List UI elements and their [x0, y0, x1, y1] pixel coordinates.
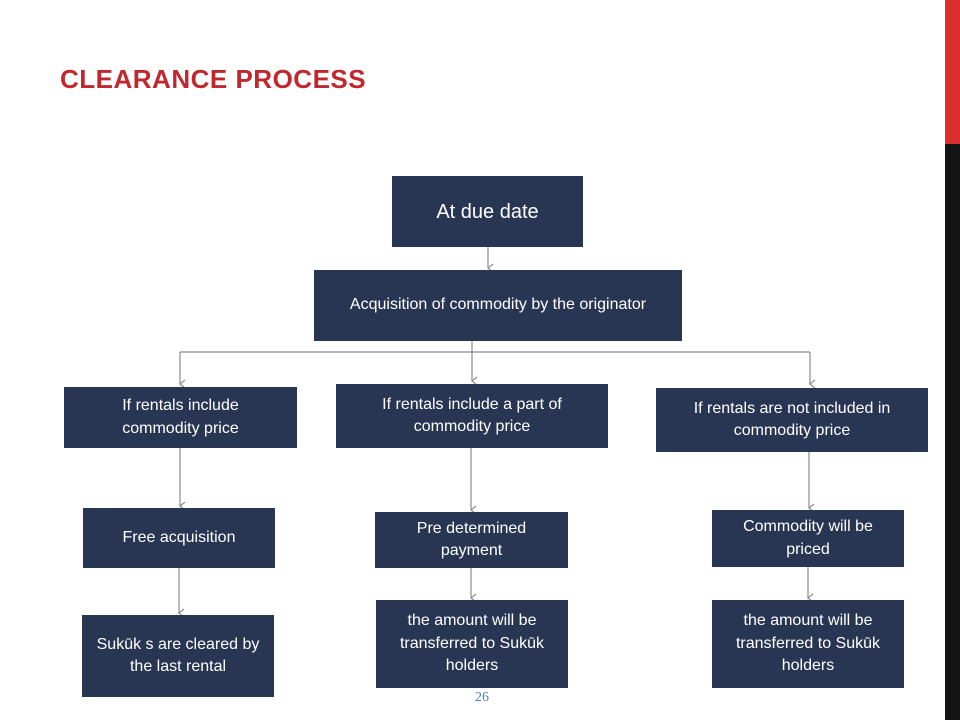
branch-left-step1: Free acquisition — [83, 508, 275, 568]
accent-bar-dark — [945, 144, 960, 720]
branch-right-condition: If rentals are not included in commodity… — [656, 388, 928, 452]
branch-right-step1: Commodity will be priced — [712, 510, 904, 567]
page-number: 26 — [475, 690, 489, 705]
branch-middle-step1: Pre determined payment — [375, 512, 568, 568]
branch-left-step2: Sukūk s are cleared by the last rental — [82, 615, 274, 697]
accent-bar-red — [945, 0, 960, 144]
flow-acquisition-box: Acquisition of commodity by the originat… — [314, 270, 682, 341]
branch-right-step2: the amount will be transferred to Sukūk … — [712, 600, 904, 688]
branch-middle-condition: If rentals include a part of commodity p… — [336, 384, 608, 448]
branch-middle-step2: the amount will be transferred to Sukūk … — [376, 600, 568, 688]
branch-left-condition: If rentals include commodity price — [64, 387, 297, 448]
flow-root-box: At due date — [392, 176, 583, 247]
slide-title: CLEARANCE PROCESS — [60, 64, 367, 94]
